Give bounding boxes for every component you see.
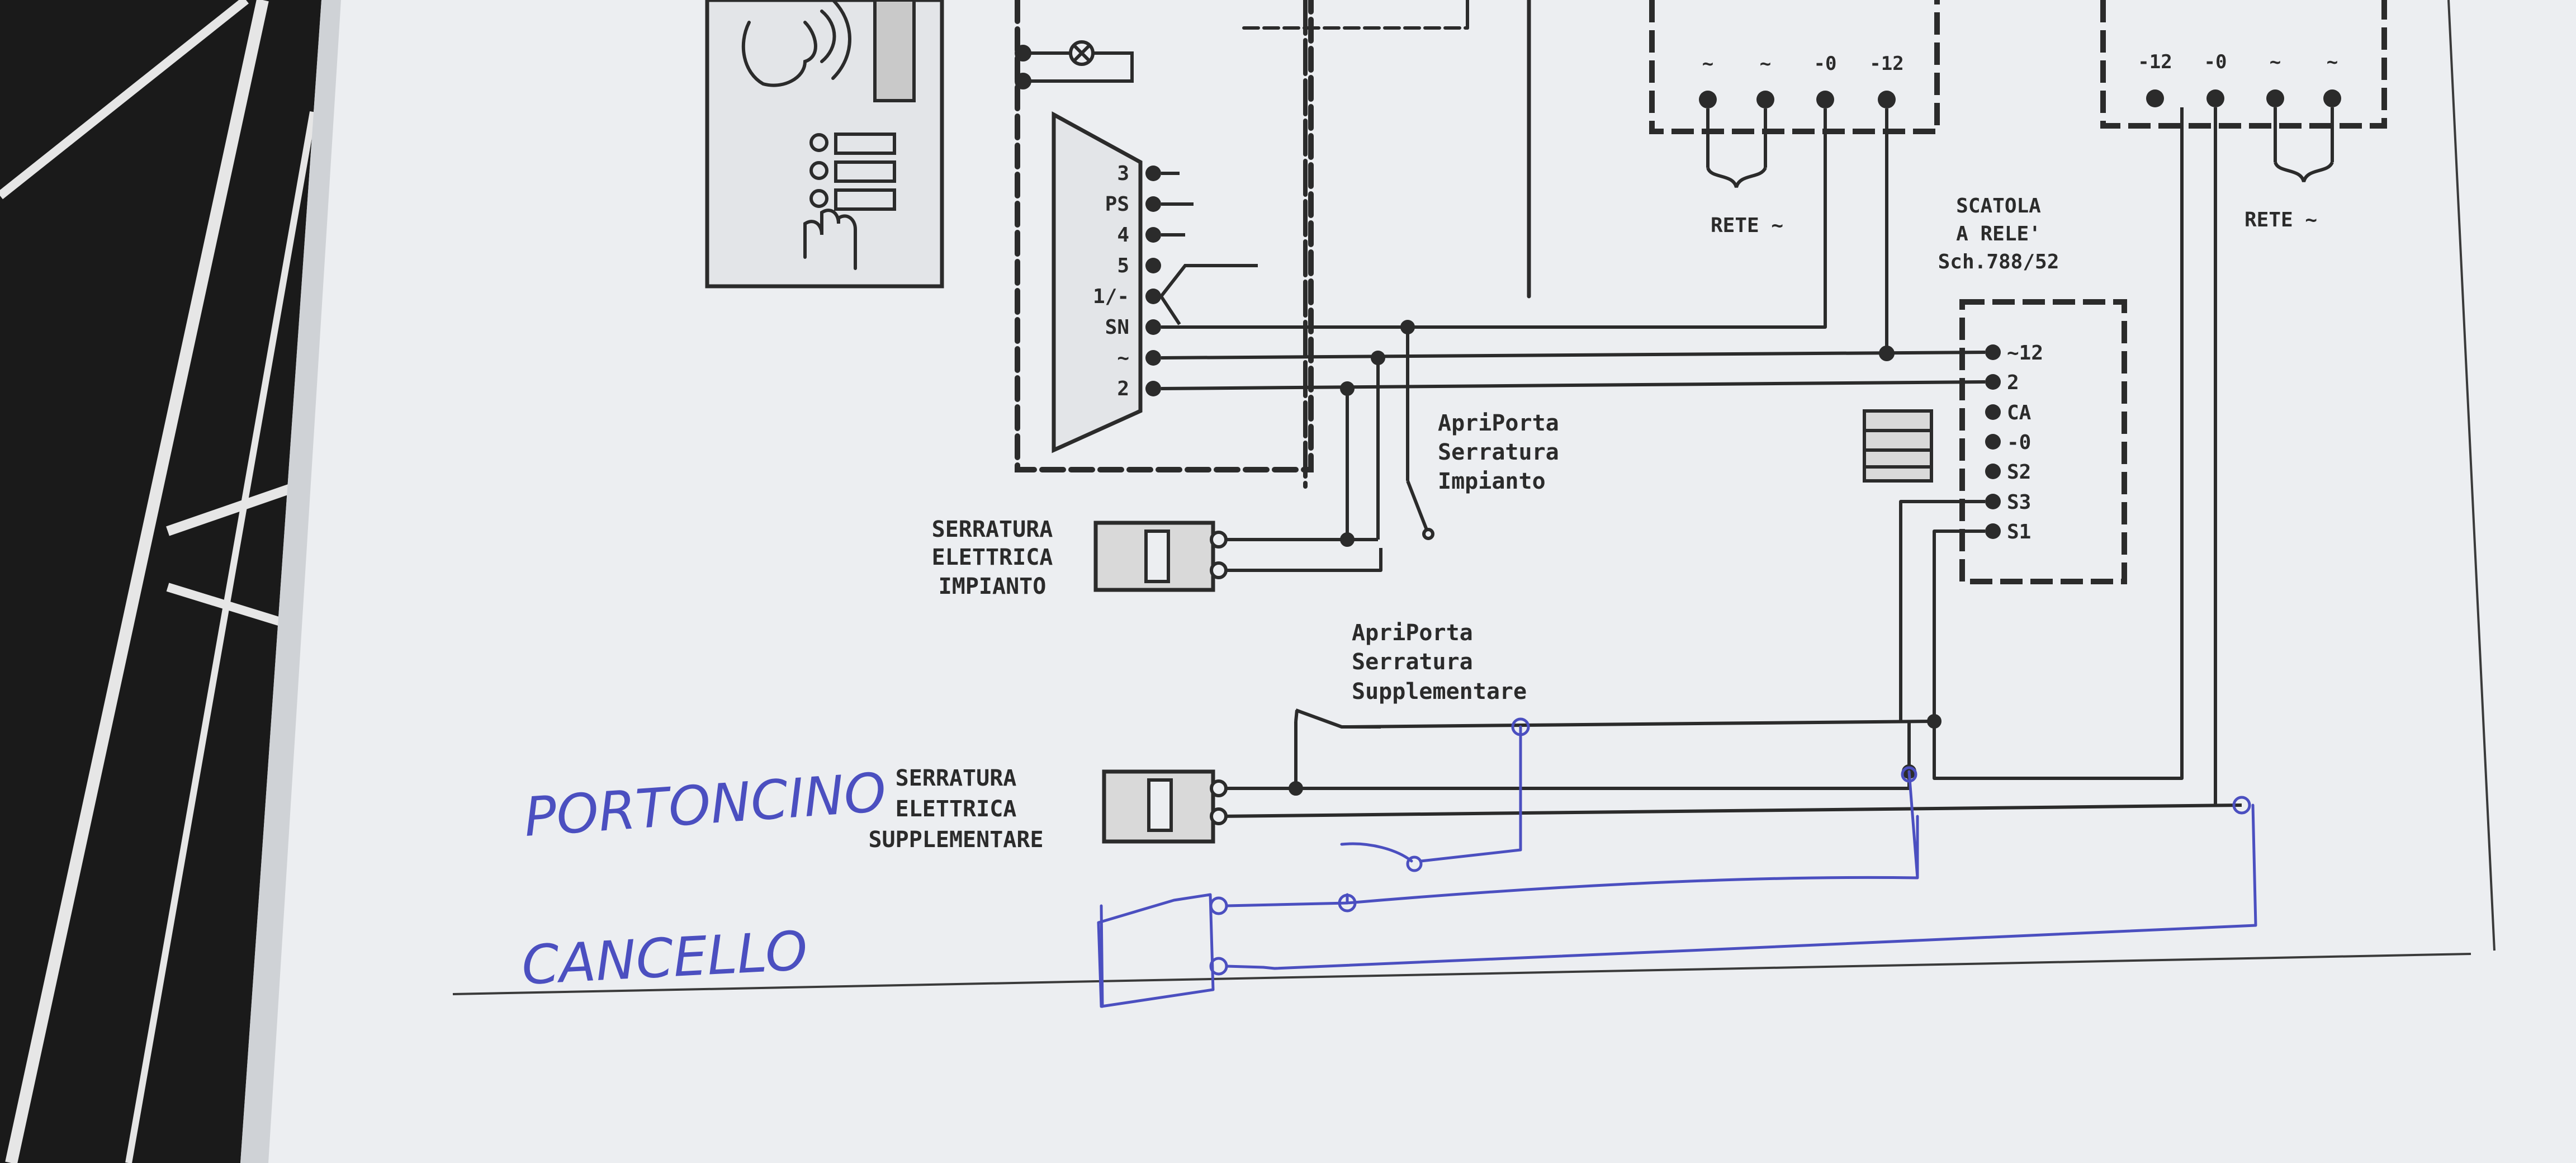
panel-terminal-label: ~ bbox=[1117, 347, 1129, 370]
gate-lock-sketch bbox=[1097, 893, 1215, 1008]
panel-terminal-label: 4 bbox=[1117, 224, 1129, 247]
lock-impianto: SERRATURA ELETTRICA IMPIANTO bbox=[932, 517, 1228, 599]
relay-terminal-label: 2 bbox=[2007, 371, 2019, 394]
panel-terminal-label: 2 bbox=[1117, 377, 1129, 400]
apriporta-impianto: ApriPorta Serratura Impianto bbox=[1438, 410, 1559, 494]
terminal-block bbox=[1052, 111, 1143, 453]
relay-terminal-label: -0 bbox=[2007, 431, 2031, 454]
paper-shadow bbox=[240, 0, 341, 1163]
supply-left-terminal-label: -12 bbox=[1869, 53, 1903, 75]
rete-right-label: RETE ~ bbox=[2244, 209, 2317, 231]
lock-supplementare-label: SERRATURA bbox=[896, 765, 1017, 791]
supply-right-terminal-label: -12 bbox=[2138, 51, 2172, 73]
relay-symbol bbox=[1863, 409, 1933, 483]
supply-right-terminal-label: -0 bbox=[2204, 51, 2227, 73]
pen-annotations bbox=[1097, 717, 2257, 1008]
apriporta-impianto-label: Serratura bbox=[1438, 439, 1559, 465]
printed-wires bbox=[1161, 107, 2242, 818]
intercom-device bbox=[705, 0, 944, 289]
handset-icon bbox=[873, 0, 916, 102]
lock-impianto-label: IMPIANTO bbox=[939, 574, 1046, 599]
relay-box: SCATOLA A RELE' Sch.788/52 bbox=[1863, 195, 2127, 584]
panel-terminal-label: PS bbox=[1105, 193, 1129, 216]
supply-left-terminal-label: ~ bbox=[1702, 53, 1713, 75]
sheet-right-rule bbox=[2447, 0, 2496, 951]
keypad-icon bbox=[803, 133, 896, 270]
supply-left-terminal-label: -0 bbox=[1814, 53, 1837, 75]
apriporta-supplementare-label: Serratura bbox=[1352, 649, 1473, 675]
apriporta-impianto-label: Impianto bbox=[1438, 469, 1546, 494]
panel-terminal-label: 1/- bbox=[1093, 285, 1129, 308]
relay-terminal-label: CA bbox=[2007, 401, 2032, 424]
panel-terminal-row: 3 bbox=[1117, 162, 1161, 185]
panel-terminal-label: 3 bbox=[1117, 162, 1129, 185]
supply-left-terminal-label: ~ bbox=[1760, 53, 1771, 75]
sound-waves-icon bbox=[820, 0, 851, 80]
lock-supplementare-label: ELETTRICA bbox=[896, 796, 1017, 822]
supply-left-terminal: ~ bbox=[1699, 53, 1717, 108]
handwritten-cancello: CANCELLO bbox=[520, 919, 809, 997]
relay-box-title: Sch.788/52 bbox=[1938, 250, 2059, 273]
relay-terminal-label: S2 bbox=[2007, 461, 2031, 484]
relay-box-title: SCATOLA bbox=[1956, 195, 2041, 218]
panel-terminal-label: SN bbox=[1105, 316, 1129, 339]
panel-box bbox=[1015, 0, 1314, 472]
face-icon bbox=[741, 21, 817, 87]
lock-supplementare-label: SUPPLEMENTARE bbox=[868, 827, 1043, 853]
lock-impianto-label: SERRATURA bbox=[932, 517, 1053, 542]
relay-terminal-label: ~12 bbox=[2007, 342, 2043, 365]
supply-right-terminal-label: ~ bbox=[2270, 51, 2281, 73]
apriporta-supplementare: ApriPorta Serratura Supplementare bbox=[1352, 620, 1527, 705]
lock-supplementare: SERRATURA ELETTRICA SUPPLEMENTARE bbox=[868, 765, 1228, 853]
panel-terminal-label: 5 bbox=[1117, 254, 1129, 277]
paper-sheet bbox=[240, 0, 2576, 1163]
lamp-symbol bbox=[1015, 40, 1134, 89]
relay-box-title: A RELE' bbox=[1956, 223, 2041, 245]
supply-right-terminal-label: ~ bbox=[2327, 51, 2338, 73]
power-supply-left: ~ ~ -0 -12 RETE ~ bbox=[1649, 0, 1940, 237]
sheet-bottom-rule bbox=[452, 953, 2471, 995]
panel-stub-wires bbox=[1159, 172, 1258, 325]
relay-terminals: ~12 2 CA -0 S2 S3 S1 bbox=[1985, 342, 2043, 543]
relay-terminal-label: S3 bbox=[2007, 491, 2031, 514]
apriporta-supplementare-label: Supplementare bbox=[1352, 679, 1527, 705]
relay-terminal-label: S1 bbox=[2007, 521, 2031, 543]
printed-diagram bbox=[705, 0, 1531, 489]
panel-terminals: 3 PS 4 5 1/- SN ~ 2 bbox=[1093, 162, 1161, 400]
lock-impianto-label: ELETTRICA bbox=[932, 545, 1053, 570]
surface-stripes bbox=[0, 0, 316, 1163]
apriporta-impianto-label: ApriPorta bbox=[1438, 410, 1559, 436]
apriporta-supplementare-label: ApriPorta bbox=[1352, 620, 1473, 646]
power-supply-right: -12 -0 ~ ~ RETE ~ bbox=[2100, 0, 2387, 231]
rete-left-label: RETE ~ bbox=[1711, 214, 1783, 237]
